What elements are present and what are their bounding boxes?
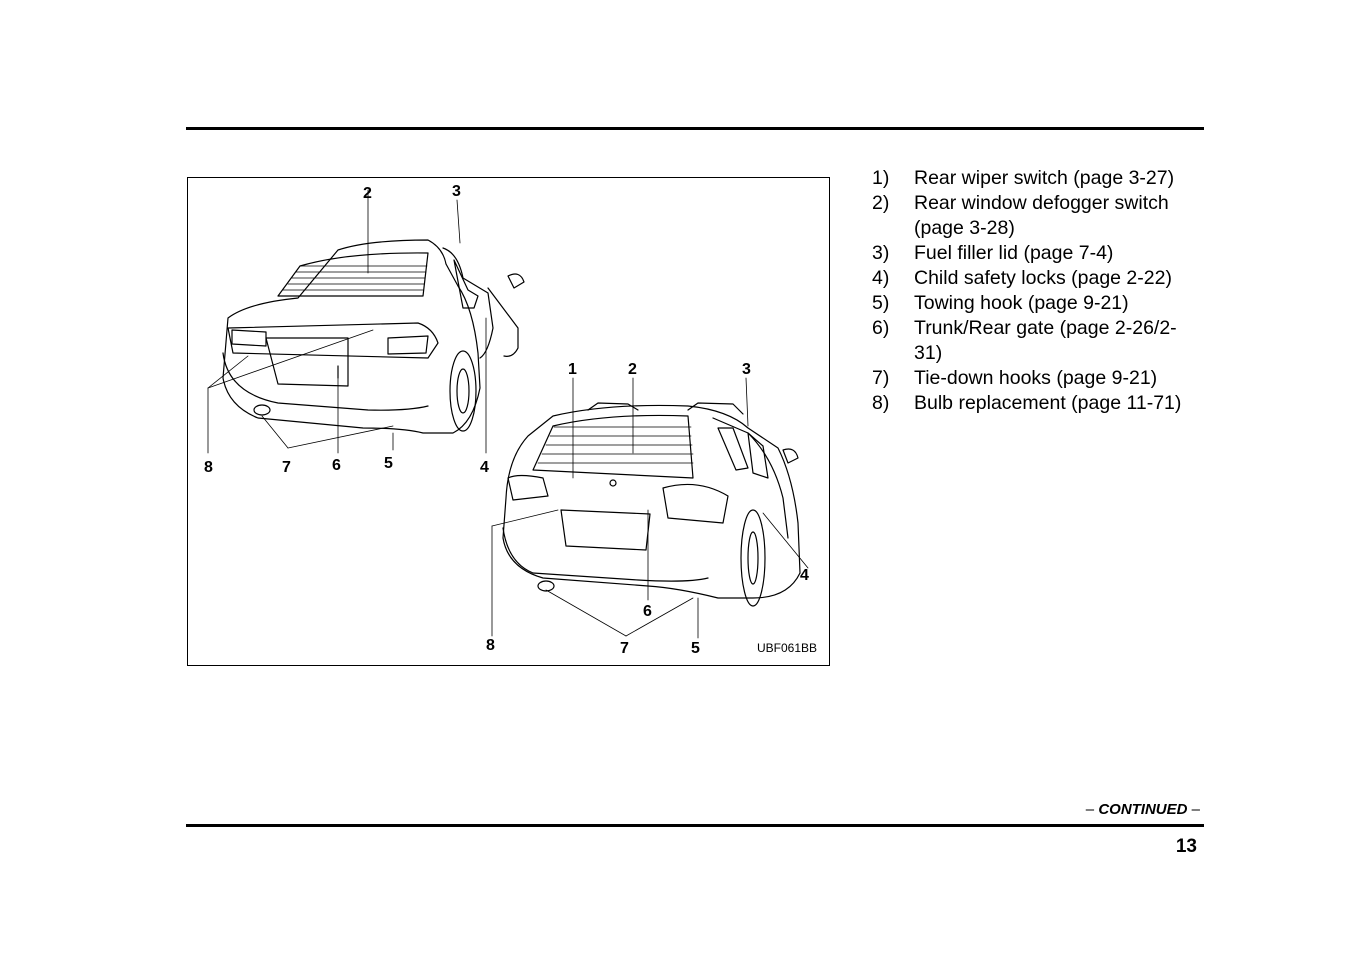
legend-number: 2): [872, 192, 890, 214]
legend-text: Trunk/Rear gate (page 2-26/2-31): [914, 317, 1177, 364]
rear-view-figure: 2 3 8 7 6 5 4 1 2 3 4 6 8 7 5 UBF061BB: [187, 177, 830, 666]
legend-item: 2) Rear window defogger switch (page 3-28…: [872, 191, 1202, 241]
sedan-callout-3: 3: [452, 183, 461, 200]
legend-text: Bulb replacement (page 11-71): [914, 392, 1182, 414]
sedan-callout-8: 8: [204, 459, 213, 476]
sedan-callout-7: 7: [282, 459, 291, 476]
continued-label: CONTINUED: [1098, 801, 1188, 818]
wagon-illustration: [491, 377, 809, 639]
legend-item: 5) Towing hook (page 9-21): [872, 291, 1202, 316]
legend-number: 7): [872, 367, 890, 389]
legend-number: 8): [872, 392, 890, 414]
continued-dash-right: –: [1191, 801, 1200, 818]
legend-item: 3) Fuel filler lid (page 7-4): [872, 241, 1202, 266]
car-rear-illustration: [207, 189, 809, 639]
wagon-callout-3: 3: [742, 361, 751, 378]
legend-number: 3): [872, 242, 890, 264]
sedan-callout-4: 4: [480, 459, 489, 476]
legend-item: 8) Bulb replacement (page 11-71): [872, 391, 1202, 416]
page-number: 13: [1175, 836, 1197, 857]
legend-item: 6) Trunk/Rear gate (page 2-26/2-31): [872, 316, 1202, 366]
legend-number: 5): [872, 292, 890, 314]
legend-text: Rear wiper switch (page 3-27): [914, 167, 1175, 189]
legend-text: Towing hook (page 9-21): [914, 292, 1129, 314]
legend-number: 6): [872, 317, 890, 339]
sedan-illustration: [207, 189, 525, 454]
legend-text: Rear window defogger switch (page 3-28): [914, 192, 1169, 239]
legend-number: 4): [872, 267, 890, 289]
wagon-callout-7: 7: [620, 640, 629, 657]
wagon-callout-2: 2: [628, 361, 637, 378]
wagon-callout-6: 6: [643, 603, 652, 620]
bottom-rule: [186, 824, 1204, 827]
figure-code: UBF061BB: [756, 641, 817, 655]
wagon-callout-4: 4: [800, 567, 809, 584]
wagon-callout-5: 5: [691, 640, 700, 657]
legend-text: Tie-down hooks (page 9-21): [914, 367, 1158, 389]
wagon-callout-8: 8: [486, 637, 495, 654]
legend-number: 1): [872, 167, 890, 189]
wagon-callout-1: 1: [568, 361, 577, 378]
legend-text: Child safety locks (page 2-22): [914, 267, 1172, 289]
legend-item: 4) Child safety locks (page 2-22): [872, 266, 1202, 291]
continued-dash-left: –: [1085, 801, 1095, 818]
continued-notice: – CONTINUED –: [1086, 801, 1200, 818]
legend-text: Fuel filler lid (page 7-4): [914, 242, 1114, 264]
sedan-callout-6: 6: [332, 457, 341, 474]
sedan-callout-5: 5: [384, 455, 393, 472]
sedan-callout-2: 2: [363, 185, 372, 202]
top-rule: [186, 127, 1204, 130]
legend-list: 1) Rear wiper switch (page 3-27) 2) Rear w…: [872, 166, 1202, 416]
legend-item: 7) Tie-down hooks (page 9-21): [872, 366, 1202, 391]
legend-item: 1) Rear wiper switch (page 3-27): [872, 166, 1202, 191]
